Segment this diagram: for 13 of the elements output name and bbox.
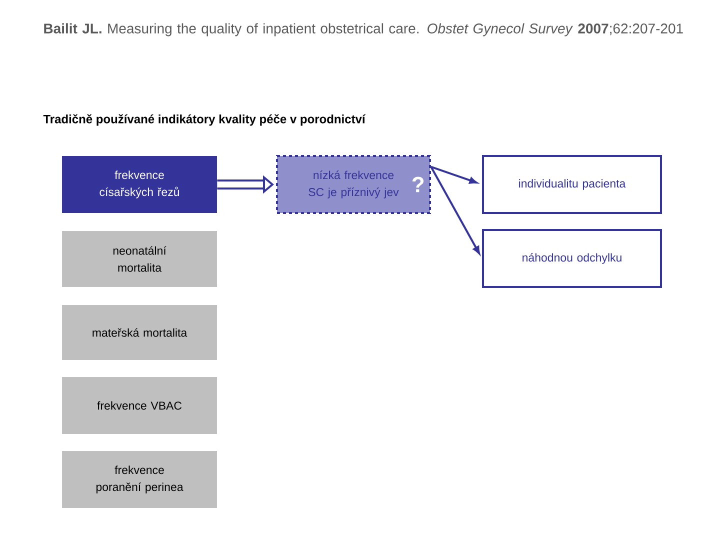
indicator-box: frekvence VBAC — [62, 376, 217, 434]
answer-box: individualitu pacienta — [482, 155, 662, 214]
citation: Bailit JL. Measuring the quality of inpatient obstetrical care. Obstet Gynecol Survey 2007;62:207-201 — [44, 23, 683, 36]
indicator-box: frekvence císařských řezů — [62, 156, 217, 213]
arrow — [430, 166, 480, 254]
answer-box: náhodnou odchylku — [482, 228, 662, 288]
indicator-box: neonatální mortalita — [62, 230, 217, 287]
arrow — [430, 166, 478, 184]
indicator-box: frekvence poranění perinea — [62, 450, 217, 508]
indicator-box: mateřská mortalita — [62, 305, 217, 360]
question-mark: ? — [412, 176, 424, 192]
question-box: nízká frekvence SC je příznivý jev ? — [276, 155, 431, 214]
heading: Tradičně používané indikátory kvality péče v porodnictví — [43, 114, 366, 126]
